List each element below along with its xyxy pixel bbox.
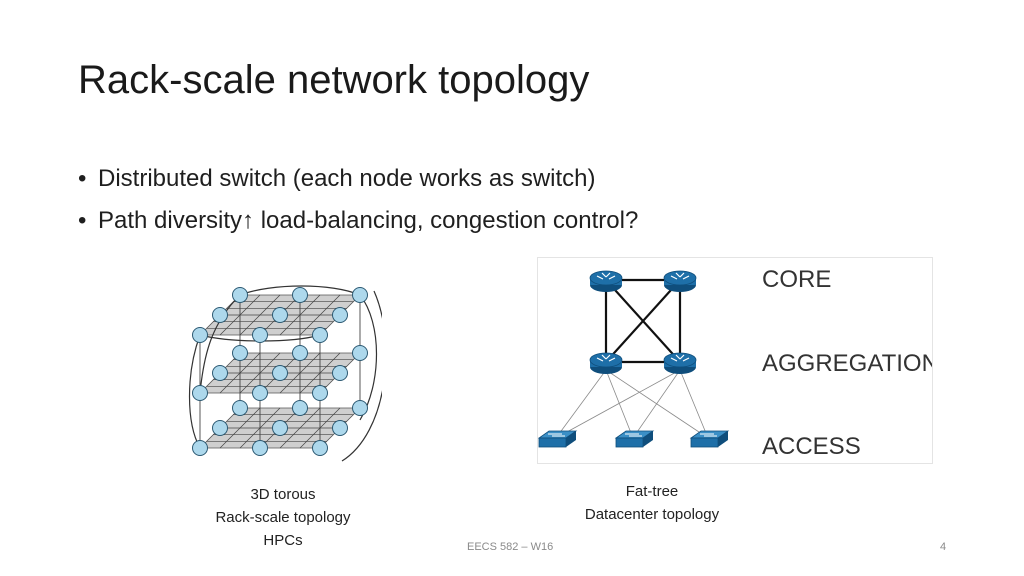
torus-node: [292, 345, 308, 361]
bullet-list: Distributed switch (each node works as s…: [78, 158, 638, 242]
page-title: Rack-scale network topology: [78, 58, 590, 102]
router-icon: [589, 352, 623, 374]
access-switch-icon: [538, 430, 578, 448]
torus-node: [232, 345, 248, 361]
torus-wrap-link: [199, 294, 241, 394]
torus-node: [332, 420, 348, 436]
torus-caption-line: Rack-scale topology: [215, 509, 351, 526]
torus-node: [232, 287, 248, 303]
torus-node: [272, 420, 288, 436]
torus-node: [332, 365, 348, 381]
fat-tree-caption-line: Fat-tree: [625, 483, 679, 500]
torus-node: [252, 440, 268, 456]
torus-node: [272, 307, 288, 323]
access-switch-icon: [689, 430, 730, 448]
torus-node: [312, 327, 328, 343]
torus-node: [352, 400, 368, 416]
torus-node: [212, 307, 228, 323]
fat-tree-caption: Fat-tree Datacenter topology: [552, 480, 752, 526]
torus-caption-line: 3D torous: [250, 486, 316, 503]
torus-node: [312, 385, 328, 401]
access-links: [555, 369, 709, 439]
torus-node: [292, 287, 308, 303]
torus-caption-line: HPCs: [263, 532, 303, 549]
torus-node: [212, 420, 228, 436]
router-icon: [663, 270, 697, 292]
bullet-item-distributed-switch: Distributed switch (each node works as s…: [78, 158, 638, 200]
torus-node: [252, 385, 268, 401]
torus-wrap-link: [341, 290, 382, 462]
footer-course: EECS 582 – W16: [467, 541, 554, 553]
layer-label-access: ACCESS: [762, 433, 861, 460]
torus-node: [232, 400, 248, 416]
torus-node: [192, 327, 208, 343]
torus-caption: 3D torous Rack-scale topology HPCs: [193, 483, 373, 552]
torus-node: [352, 345, 368, 361]
bullet-item-path-diversity: Path diversity↑ load-balancing, congesti…: [78, 200, 638, 242]
torus-node: [272, 365, 288, 381]
torus-node: [192, 385, 208, 401]
torus-node: [292, 400, 308, 416]
torus-wrap-link: [188, 334, 201, 449]
router-icon: [663, 352, 697, 374]
torus-node: [312, 440, 328, 456]
layer-label-aggregation: AGGREGATION: [762, 350, 933, 377]
page-number: 4: [940, 541, 947, 553]
fat-tree-caption-line: Datacenter topology: [584, 506, 720, 523]
access-switch-icon: [614, 430, 655, 448]
torus-diagram: [188, 285, 382, 462]
torus-node: [332, 307, 348, 323]
layer-label-core: CORE: [762, 266, 831, 293]
torus-node: [252, 327, 268, 343]
torus-wrap-link: [239, 285, 361, 296]
router-icon: [589, 270, 623, 292]
core-links: [604, 278, 682, 364]
torus-node: [192, 440, 208, 456]
torus-node: [212, 365, 228, 381]
fat-tree-diagram: CORE AGGREGATION ACCESS: [537, 257, 933, 464]
torus-node: [352, 287, 368, 303]
